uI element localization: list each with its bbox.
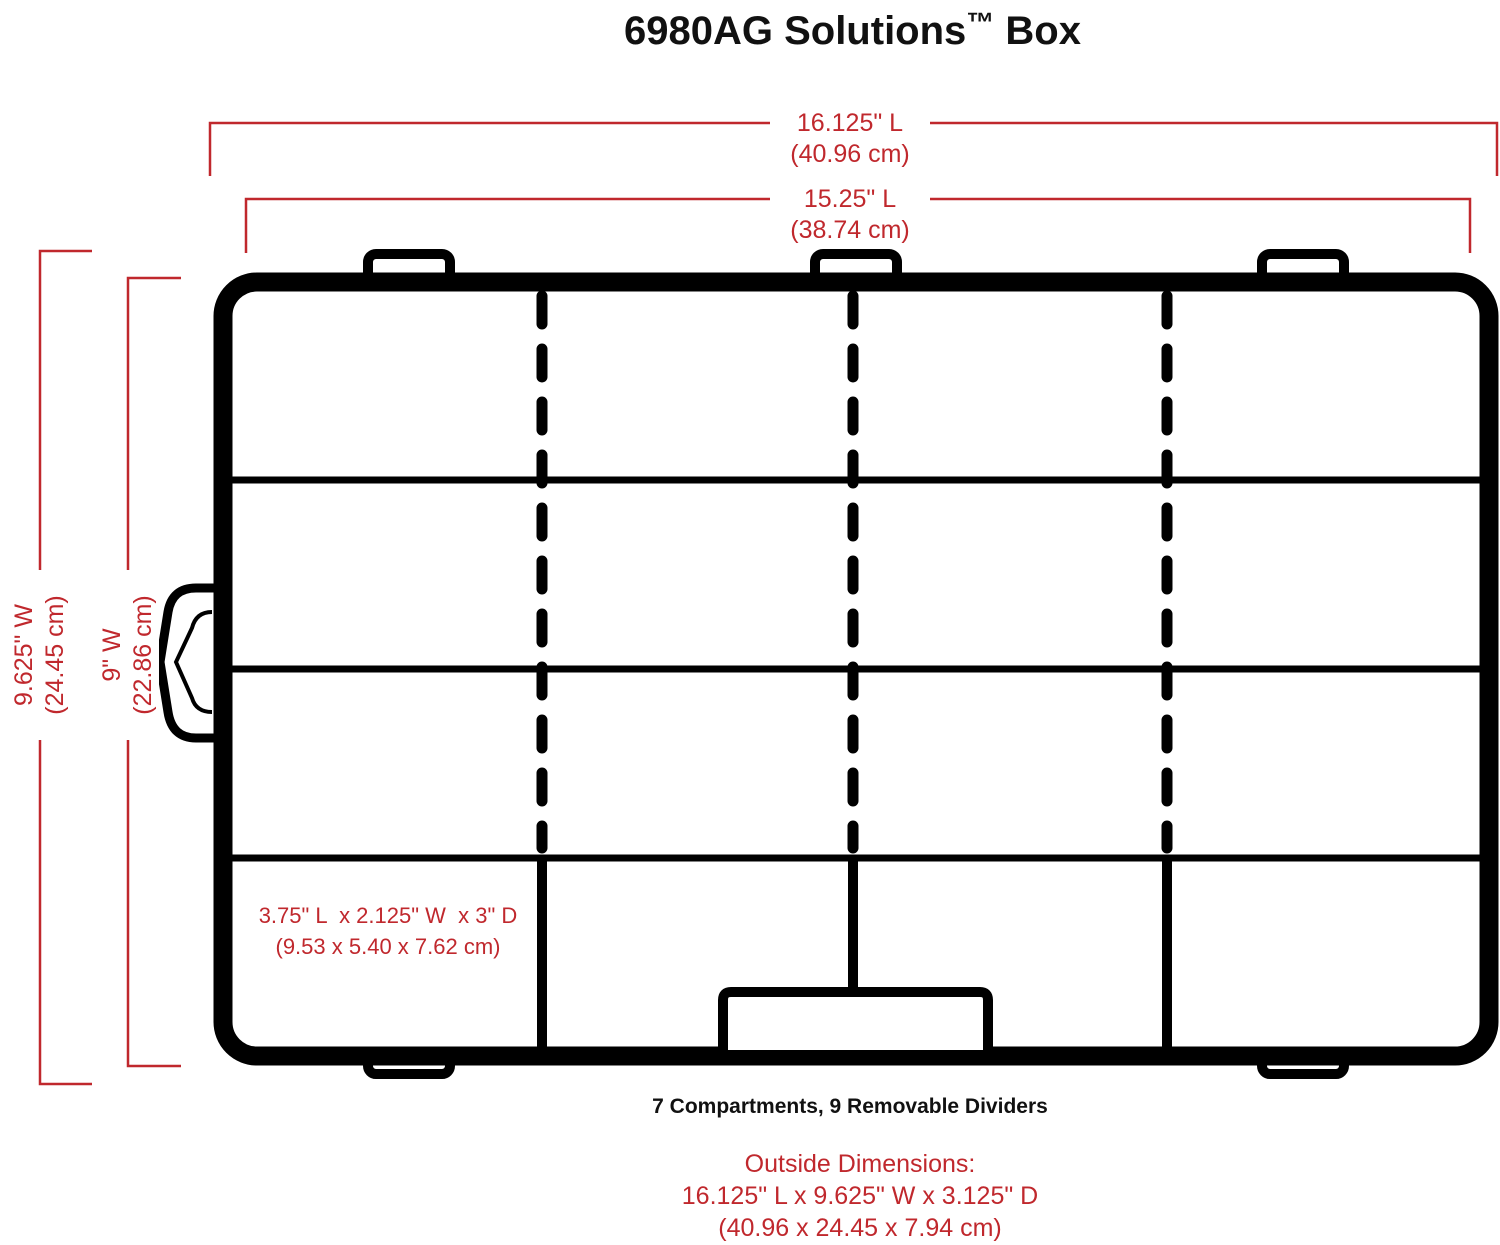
compartment-metric: (9.53 x 5.40 x 7.62 cm) <box>275 934 501 959</box>
outer-width-line <box>38 249 92 570</box>
outer-width-label: 9.625" W (24.45 cm) <box>9 575 71 735</box>
outer-length-label: 16.125" L (40.96 cm) <box>770 108 930 170</box>
inner-length-metric: (38.74 cm) <box>790 216 910 244</box>
outside-dimensions-label: Outside Dimensions: <box>744 1150 976 1178</box>
compartments-caption: 7 Compartments, 9 Removable Dividers <box>652 1095 1048 1118</box>
outer-length-metric: (40.96 cm) <box>790 140 910 168</box>
inner-width-label: 9" W (22.86 cm) <box>97 575 159 735</box>
bottom-row-dividers <box>537 858 1172 1050</box>
outer-width-metric: (24.45 cm) <box>41 595 69 715</box>
inner-width-metric: (22.86 cm) <box>129 595 157 715</box>
compartment-imperial: 3.75" L x 2.125" W x 3" D <box>258 903 518 928</box>
outer-width-imperial: 9.625" W <box>10 604 38 706</box>
inner-width-imperial: 9" W <box>98 628 126 682</box>
outside-dimensions-metric: (40.96 x 24.45 x 7.94 cm) <box>718 1214 1002 1242</box>
inner-width-line <box>126 276 181 570</box>
outer-length-imperial: 16.125" L <box>796 109 904 137</box>
title-suffix: Box <box>1005 9 1081 53</box>
diagram-title: 6980AG Solutions™ Box <box>0 0 1500 54</box>
title-text: 6980AG Solutions <box>623 9 967 53</box>
outer-length-line <box>208 121 780 176</box>
inner-length-line <box>244 197 780 253</box>
compartment-dimensions: 3.75" L x 2.125" W x 3" D (9.53 x 5.40 x… <box>238 900 538 962</box>
removable-dividers <box>536 290 1173 854</box>
outside-dimensions-imperial: 16.125" L x 9.625" W x 3.125" D <box>681 1182 1039 1210</box>
trademark-symbol: ™ <box>966 7 995 38</box>
inner-length-label: 15.25" L (38.74 cm) <box>770 184 930 246</box>
dimension-lines <box>38 121 1499 1086</box>
center-handle-slot <box>718 987 993 1050</box>
outside-dimensions: Outside Dimensions: 16.125" L x 9.625" W… <box>0 1148 1500 1244</box>
inner-length-imperial: 15.25" L <box>803 185 897 213</box>
side-handle <box>155 583 218 743</box>
